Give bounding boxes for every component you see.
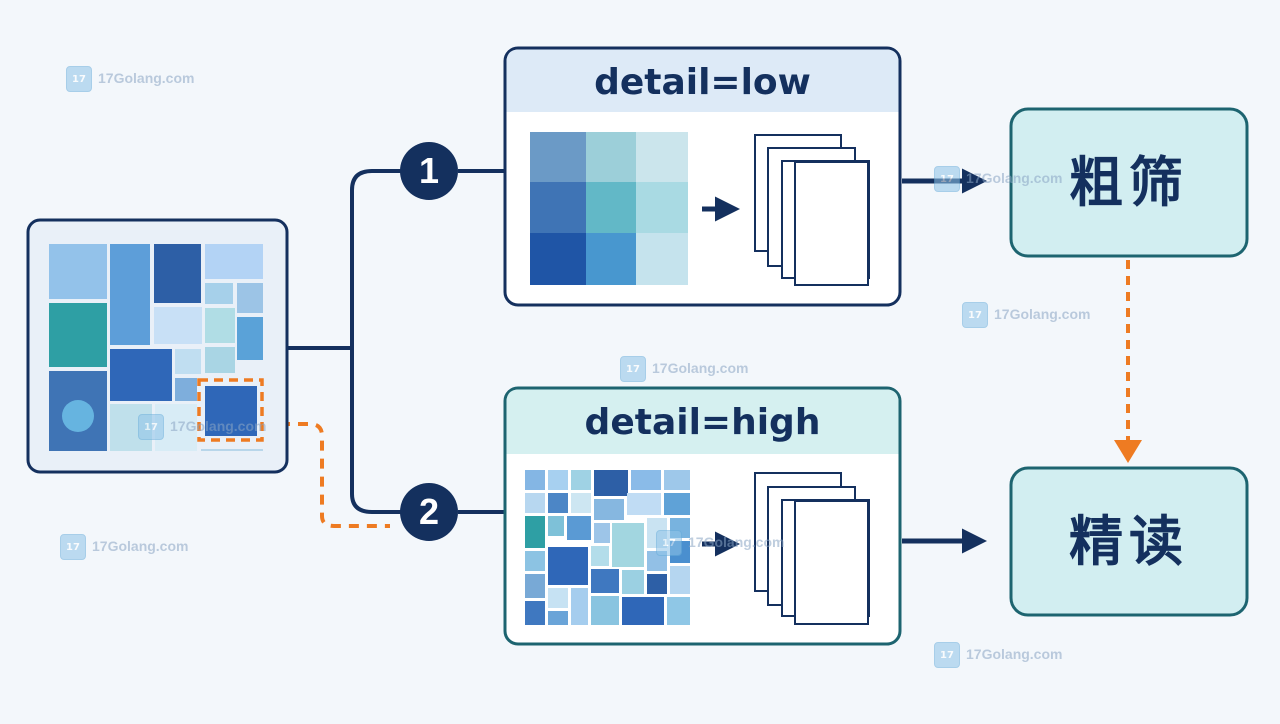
fine-box (1009, 466, 1249, 617)
badge-1 (400, 142, 458, 200)
branch-connector (288, 169, 506, 514)
fine-label: 精读 (1069, 510, 1189, 573)
badge-2-number: 2 (418, 491, 440, 532)
coarse-label: 粗筛 (1069, 151, 1189, 214)
badge-2 (400, 483, 458, 541)
branch-high-title: detail=high (584, 402, 821, 443)
coarse-box (1009, 107, 1249, 258)
branch-low-title: detail=low (594, 62, 811, 103)
high-res-grid (525, 470, 690, 625)
low-token-stack (754, 134, 870, 286)
refine-arrowhead (1114, 440, 1142, 463)
high-token-stack (754, 472, 870, 625)
badge-1-number: 1 (418, 150, 440, 191)
low-res-grid (530, 132, 688, 285)
source-image (26, 218, 289, 474)
